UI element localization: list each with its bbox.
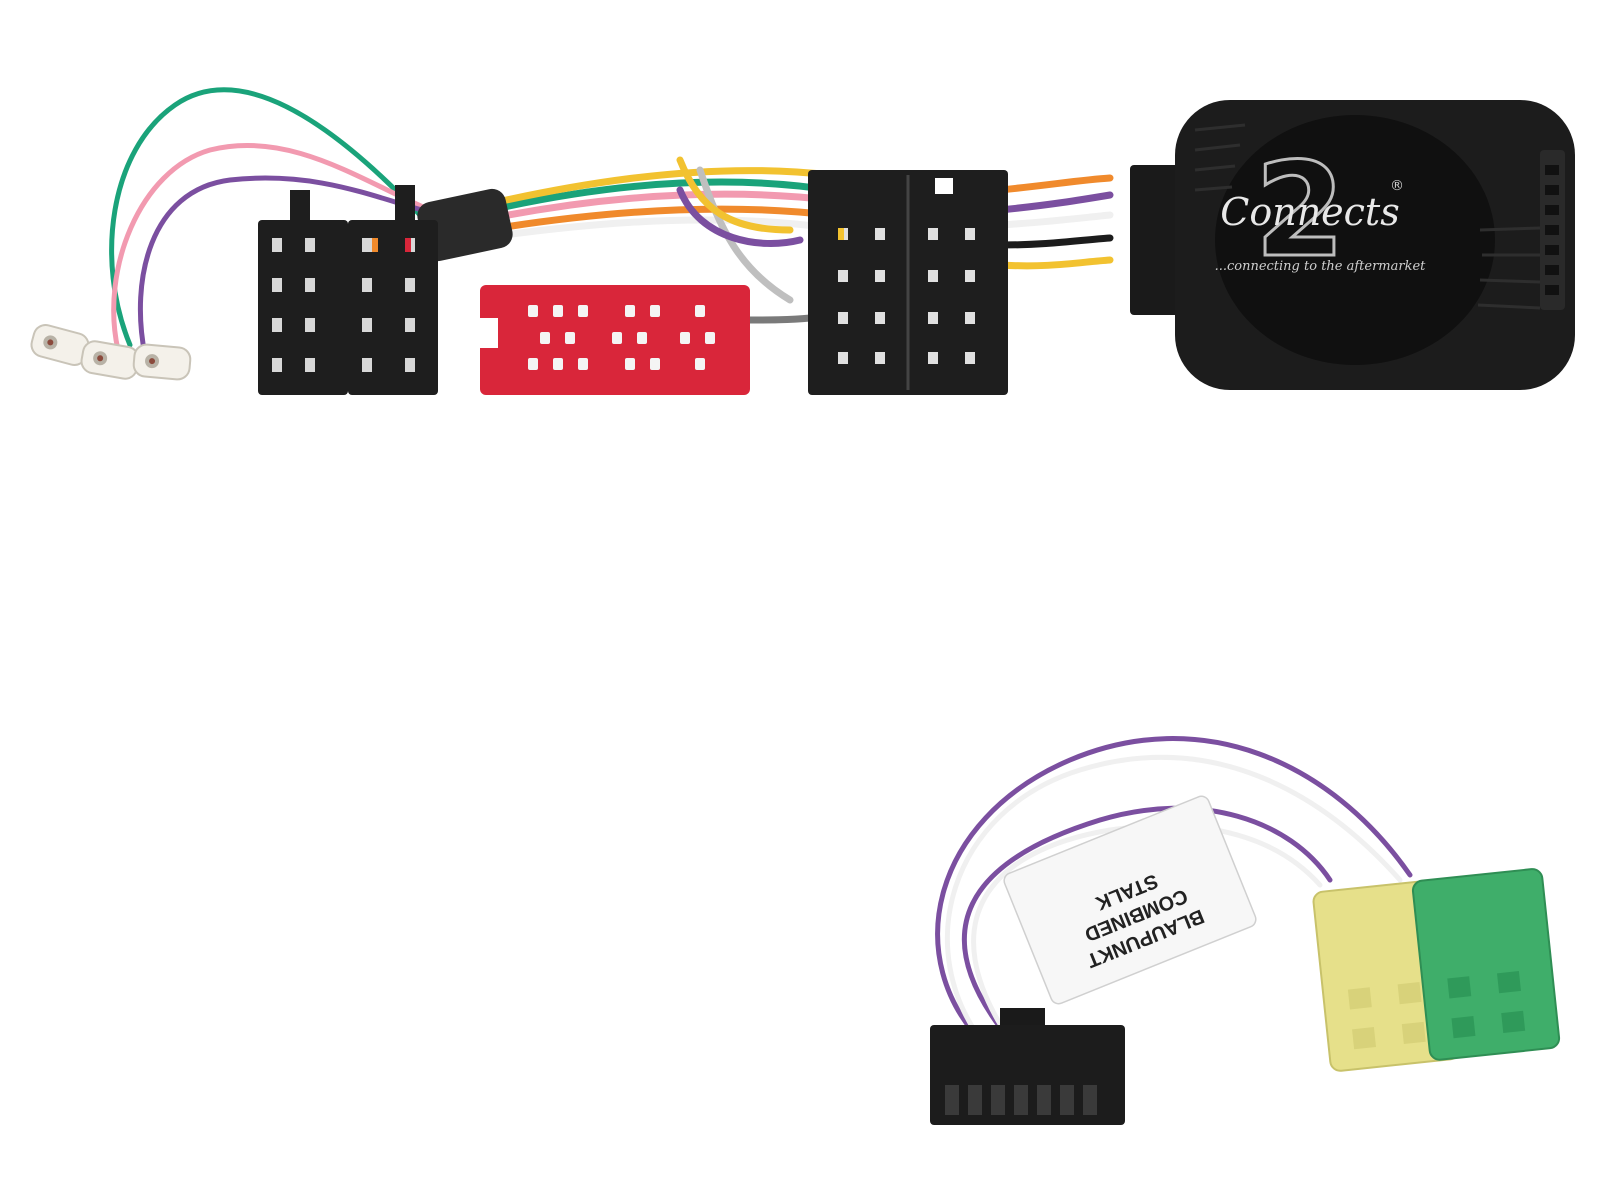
loose-wires xyxy=(109,87,443,358)
iso-connector-left xyxy=(258,185,438,395)
label-tag: BLAUPUNKT COMBINED STALK xyxy=(1003,795,1257,1005)
logo-mark: 2 xyxy=(1255,134,1345,286)
main-harness: 2 Connects ® ...connecting to the afterm… xyxy=(30,87,1575,395)
mini-iso-connectors xyxy=(1312,868,1561,1072)
black-plug xyxy=(930,1008,1125,1125)
red-connector xyxy=(480,285,750,395)
bullet-terminals xyxy=(30,323,192,381)
logo-script: Connects xyxy=(1220,190,1399,234)
twisted-wires xyxy=(935,736,1413,1048)
iso-connector-center xyxy=(808,170,1008,395)
interface-module: 2 Connects ® ...connecting to the afterm… xyxy=(1130,100,1575,390)
stalk-lead: BLAUPUNKT COMBINED STALK xyxy=(930,736,1561,1125)
shrink-sleeve xyxy=(417,188,513,262)
green-connector xyxy=(1411,868,1561,1061)
logo-registered: ® xyxy=(1390,178,1404,194)
logo-tagline: ...connecting to the aftermarket xyxy=(1215,259,1427,274)
brand-logo: 2 Connects ® ...connecting to the afterm… xyxy=(1215,133,1427,288)
